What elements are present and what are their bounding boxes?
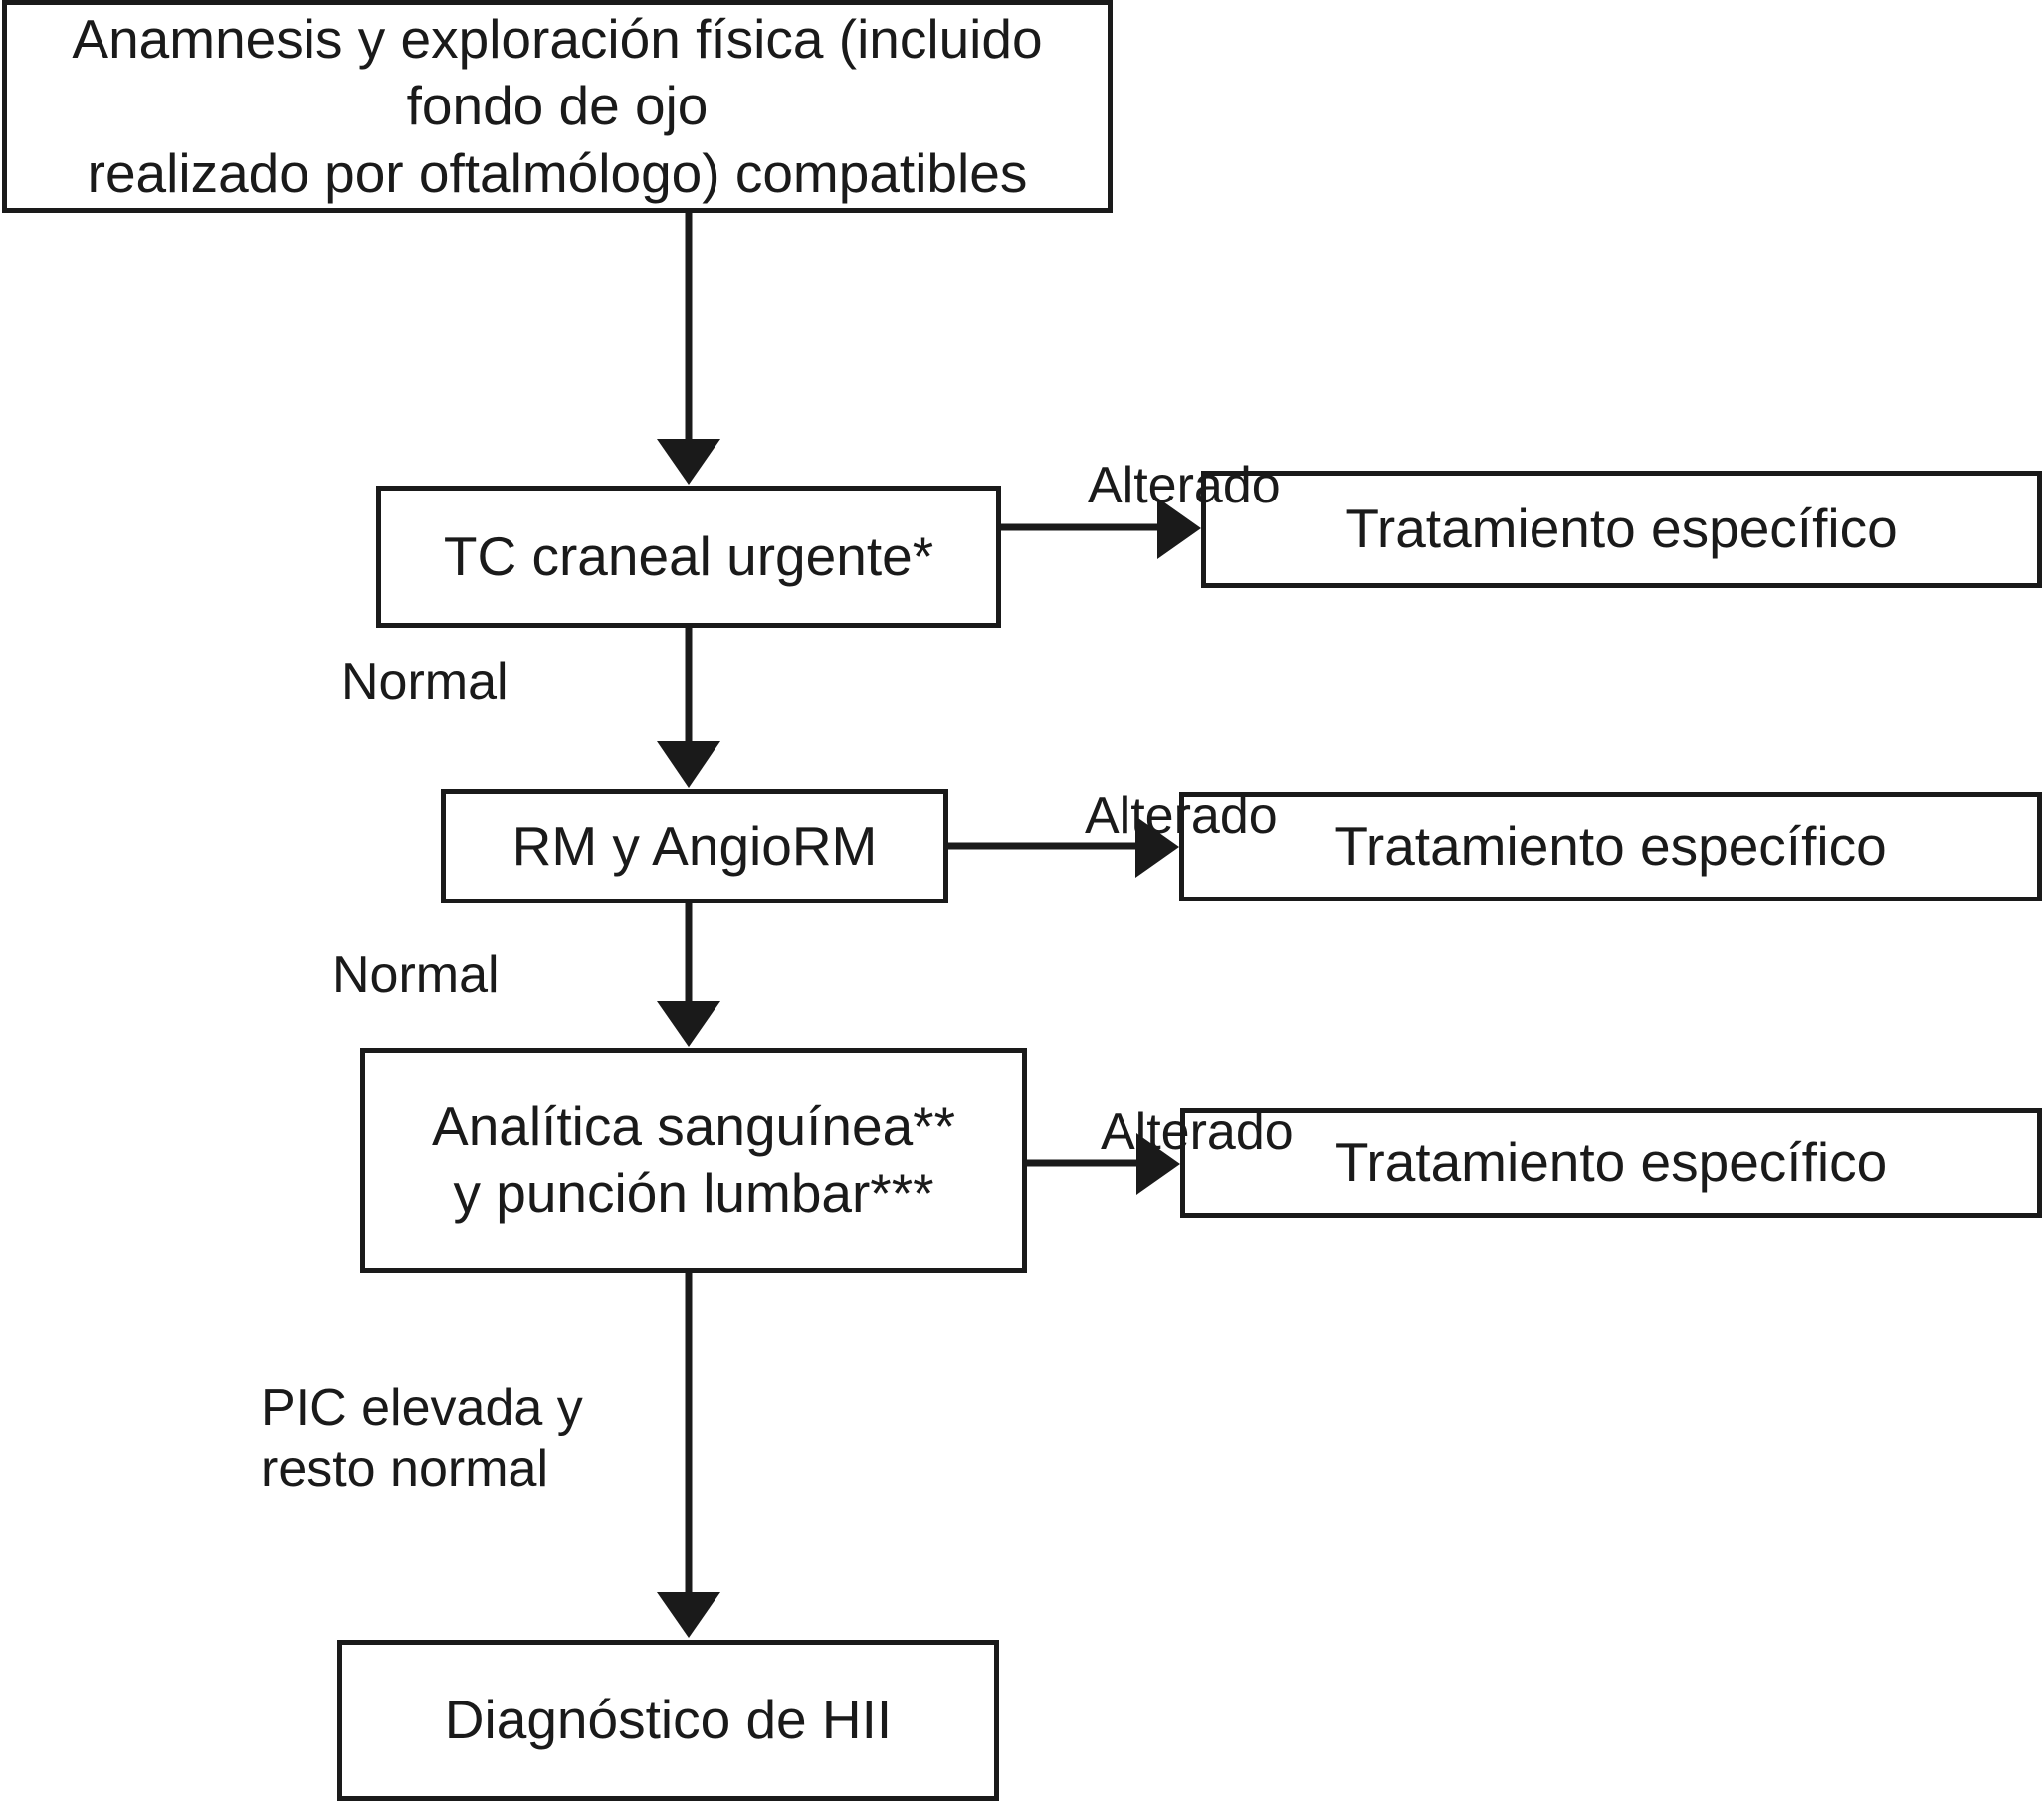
connector-analitica-to-tratamiento3 [1027,1133,1180,1195]
connector-tc-to-rm [657,628,720,788]
node-rm-angiorm-box: RM y AngioRM [441,789,948,903]
node-tratamiento-especifico-1-box: Tratamiento específico [1201,471,2042,588]
node-analitica-puncion-box: Analítica sanguínea** y punción lumbar**… [360,1048,1027,1273]
connector-rm-to-tratamiento2 [948,816,1179,878]
connector-anamnesis-to-tc [657,213,720,485]
node-anamnesis-box: Anamnesis y exploración física (incluido… [2,0,1113,213]
connector-analitica-to-diagnostico [657,1273,720,1638]
edge-label-alterado-2: Alterado [1085,787,1278,845]
connector-tc-to-tratamiento1 [1001,498,1201,559]
node-tratamiento-especifico-3-box: Tratamiento específico [1180,1108,2042,1218]
edge-label-normal-2: Normal [332,946,500,1004]
edge-label-alterado-3: Alterado [1101,1103,1294,1161]
node-tc-craneal-box: TC craneal urgente* [376,486,1001,628]
node-diagnostico-hii-box: Diagnóstico de HII [337,1640,999,1801]
node-tratamiento-especifico-2-box: Tratamiento específico [1179,792,2042,901]
edge-label-normal-1: Normal [341,653,509,710]
edge-label-alterado-1: Alterado [1088,457,1281,514]
edge-label-pic-elevada: PIC elevada y resto normal [261,1379,583,1499]
connector-rm-to-analitica [657,903,720,1047]
